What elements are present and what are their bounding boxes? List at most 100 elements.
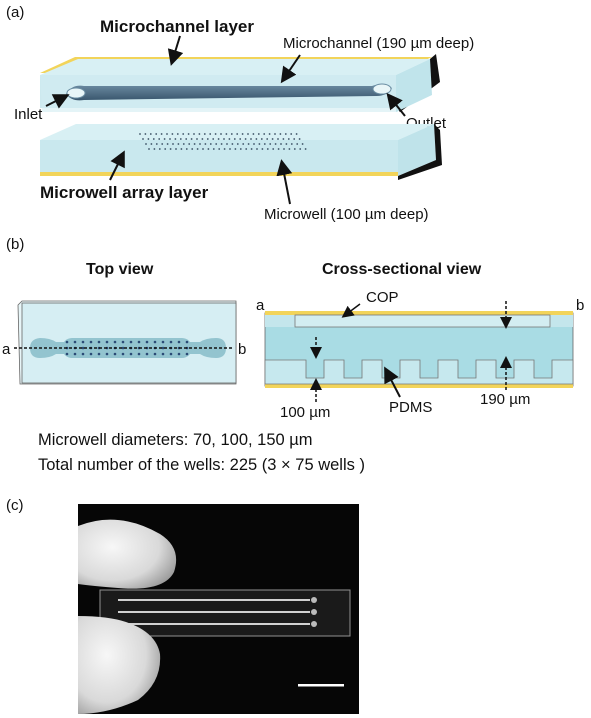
microwell-dot bbox=[285, 143, 288, 145]
microwell-dot bbox=[209, 143, 212, 145]
microwell-dot bbox=[182, 133, 185, 135]
top-view-dot bbox=[105, 352, 109, 356]
microwell-dot bbox=[295, 133, 298, 135]
top-view-dot bbox=[153, 340, 157, 344]
microwell-dot bbox=[263, 133, 266, 135]
microwell-dot bbox=[180, 148, 183, 150]
top-view-dot bbox=[137, 352, 141, 356]
top-view-dot bbox=[73, 340, 77, 344]
microwell-dot bbox=[293, 138, 296, 140]
microwell-dot bbox=[217, 138, 220, 140]
top-view-dot bbox=[177, 352, 181, 356]
microwell-dot bbox=[182, 143, 185, 145]
microwell-dot bbox=[218, 148, 221, 150]
microwell-dot bbox=[174, 138, 177, 140]
microwell-dot bbox=[172, 143, 174, 145]
microwell-dot bbox=[158, 148, 161, 150]
microwell-dot bbox=[271, 138, 274, 140]
microwell-dot bbox=[304, 148, 307, 150]
top-view-dot bbox=[89, 340, 93, 344]
microwell-dot bbox=[274, 133, 276, 135]
microwell-dot bbox=[188, 143, 191, 145]
microwell-dot bbox=[145, 143, 147, 145]
microwell-dot bbox=[203, 133, 206, 135]
microwell-dot bbox=[260, 138, 263, 140]
microwell-dot bbox=[199, 143, 201, 145]
microwell-dot bbox=[204, 143, 207, 145]
top-view-dot bbox=[153, 352, 157, 356]
microwell-dot bbox=[214, 133, 217, 135]
microwell-dot bbox=[233, 138, 236, 140]
microwell-dot bbox=[160, 133, 163, 135]
microwell-dot bbox=[298, 138, 301, 140]
microwell-dot bbox=[253, 143, 255, 145]
scale-bar bbox=[298, 684, 344, 687]
panel-c-label: (c) bbox=[6, 497, 24, 514]
microwell-dot bbox=[283, 148, 285, 150]
microwell-dot bbox=[150, 143, 153, 145]
top-view-dot bbox=[73, 352, 77, 356]
microwell-dot bbox=[152, 138, 155, 140]
microwell-dot bbox=[201, 138, 204, 140]
microwell-dot bbox=[252, 133, 255, 135]
microwell-dot bbox=[223, 148, 226, 150]
microwell-dot bbox=[212, 138, 215, 140]
top-view-dot bbox=[161, 340, 165, 344]
microwell-dot bbox=[293, 148, 296, 150]
microwell-dot bbox=[290, 143, 293, 145]
device-photo bbox=[78, 504, 359, 714]
microwell-dot bbox=[185, 148, 188, 150]
top-view-dot bbox=[65, 340, 69, 344]
microwell-dot bbox=[171, 133, 174, 135]
top-view-device bbox=[14, 300, 237, 385]
pdms-label: PDMS bbox=[389, 399, 433, 416]
panel-b-label: (b) bbox=[6, 236, 25, 253]
microwell-dot bbox=[139, 133, 141, 135]
microwell-dot bbox=[164, 148, 167, 150]
top-view-dot bbox=[145, 340, 149, 344]
microwell-dot bbox=[142, 138, 144, 140]
microwell-dot bbox=[191, 148, 194, 150]
top-view-dot bbox=[121, 352, 125, 356]
microwell-dot bbox=[177, 143, 180, 145]
microwell-dot bbox=[274, 143, 277, 145]
microwell-dot bbox=[239, 148, 242, 150]
top-view-dot bbox=[113, 352, 117, 356]
microwell-dot bbox=[215, 143, 218, 145]
microwell-dot bbox=[284, 133, 287, 135]
microwell-dot bbox=[193, 143, 196, 145]
microwell-dot bbox=[239, 138, 242, 140]
microwell-dot bbox=[256, 148, 258, 150]
microwell-dot bbox=[261, 148, 264, 150]
microwell-dot bbox=[250, 138, 252, 140]
microwell-dot bbox=[187, 133, 190, 135]
cross-a-label: a bbox=[256, 297, 265, 314]
microwell-dot bbox=[155, 143, 158, 145]
microwell-dot bbox=[149, 133, 152, 135]
microwell-dot bbox=[166, 133, 168, 135]
microwell-dot bbox=[202, 148, 204, 150]
microwell-label: Microwell (100 µm deep) bbox=[264, 206, 429, 223]
top-view-dot bbox=[169, 352, 173, 356]
microwell-dot bbox=[250, 148, 253, 150]
top-view-dot bbox=[185, 352, 189, 356]
top-view-dot bbox=[97, 352, 101, 356]
microwell-dot bbox=[269, 143, 272, 145]
microwell-dot bbox=[169, 138, 171, 140]
cross-b-label: b bbox=[576, 297, 585, 314]
microwell-dot bbox=[196, 148, 199, 150]
microwell-dot bbox=[225, 133, 228, 135]
microwell-dot bbox=[147, 138, 150, 140]
top-view-a-label: a bbox=[2, 341, 11, 358]
depth-100-label: 100 µm bbox=[280, 404, 331, 421]
microwell-array-layer-slab bbox=[40, 124, 442, 180]
microwell-dot bbox=[169, 148, 172, 150]
microwell-dot bbox=[153, 148, 156, 150]
cop-label: COP bbox=[366, 289, 399, 306]
microwell-dot bbox=[280, 143, 282, 145]
microwell-dot bbox=[193, 133, 195, 135]
microwell-dot bbox=[288, 148, 291, 150]
microwell-dot bbox=[236, 143, 239, 145]
microwell-dot bbox=[241, 133, 244, 135]
